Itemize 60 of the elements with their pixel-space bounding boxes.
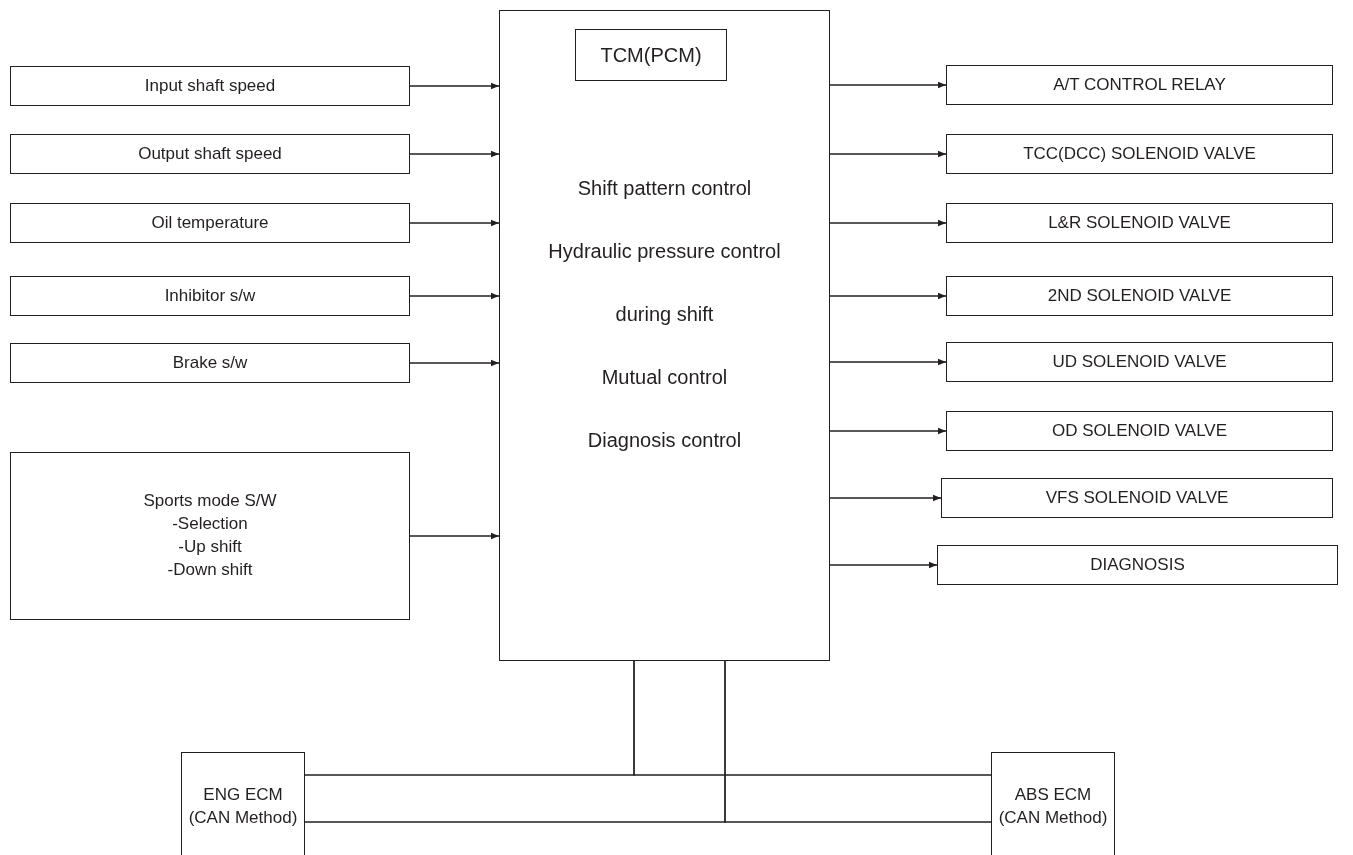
input-signal-box (10, 66, 410, 106)
arrow (829, 358, 947, 366)
function-text: Shift pattern control (576, 176, 753, 201)
output-device-box (941, 478, 1333, 518)
bus-line (724, 660, 992, 823)
node-label: Inhibitor s/w (164, 284, 256, 307)
control-unit-box (499, 10, 830, 661)
function-text: Diagnosis control (586, 428, 743, 453)
ecm-box (181, 752, 305, 855)
node-label: OD SOLENOID VALVE (1051, 419, 1228, 442)
node-label: 2ND SOLENOID VALVE (1047, 284, 1232, 307)
input-signal-box (10, 276, 410, 316)
node-label: -Down shift (167, 558, 253, 581)
node-label: TCC(DCC) SOLENOID VALVE (1023, 142, 1256, 165)
arrow (829, 494, 942, 502)
input-signal-box (10, 203, 410, 243)
input-signal-box (10, 452, 410, 620)
output-device-box (937, 545, 1338, 585)
function-text: Mutual control (600, 365, 729, 390)
node-label: TCM(PCM) (599, 42, 703, 68)
arrow (829, 561, 938, 569)
node-label: -Selection (172, 513, 248, 536)
node-label: DIAGNOSIS (1090, 553, 1185, 576)
node-label: ENG ECM (203, 784, 283, 807)
node-label: VFS SOLENOID VALVE (1045, 486, 1229, 509)
arrow (829, 427, 947, 435)
node-label: L&R SOLENOID VALVE (1048, 211, 1231, 234)
arrow (829, 150, 947, 158)
node-label: (CAN Method) (188, 807, 298, 829)
node-label: Input shaft speed (144, 74, 276, 97)
arrow (829, 219, 947, 227)
input-signal-box (10, 134, 410, 174)
output-device-box (946, 134, 1333, 174)
input-signal-box (10, 343, 410, 383)
node-label: Brake s/w (172, 351, 248, 374)
module-label-box (575, 29, 727, 81)
function-text: Hydraulic pressure control during shift (547, 239, 782, 327)
node-label: UD SOLENOID VALVE (1052, 350, 1227, 373)
output-device-box (946, 203, 1333, 243)
bus-line (633, 660, 992, 776)
output-device-box (946, 276, 1333, 316)
arrow (409, 82, 500, 90)
node-label: Output shaft speed (138, 142, 282, 165)
output-device-box (946, 411, 1333, 451)
node-label: A/T CONTROL RELAY (1053, 73, 1226, 96)
node-label: (CAN Method) (998, 807, 1108, 829)
node-label: Oil temperature (151, 211, 269, 234)
node-label: -Up shift (178, 536, 242, 558)
output-device-box (946, 342, 1333, 382)
arrow (409, 359, 500, 367)
arrow (409, 219, 500, 227)
arrow (409, 292, 500, 300)
ecm-box (991, 752, 1115, 855)
arrow (829, 81, 947, 89)
arrow (409, 150, 500, 158)
node-label: ABS ECM (1014, 784, 1092, 807)
node-label: Sports mode S/W (143, 490, 277, 513)
arrow (409, 532, 500, 540)
output-device-box (946, 65, 1333, 105)
arrow (829, 292, 947, 300)
